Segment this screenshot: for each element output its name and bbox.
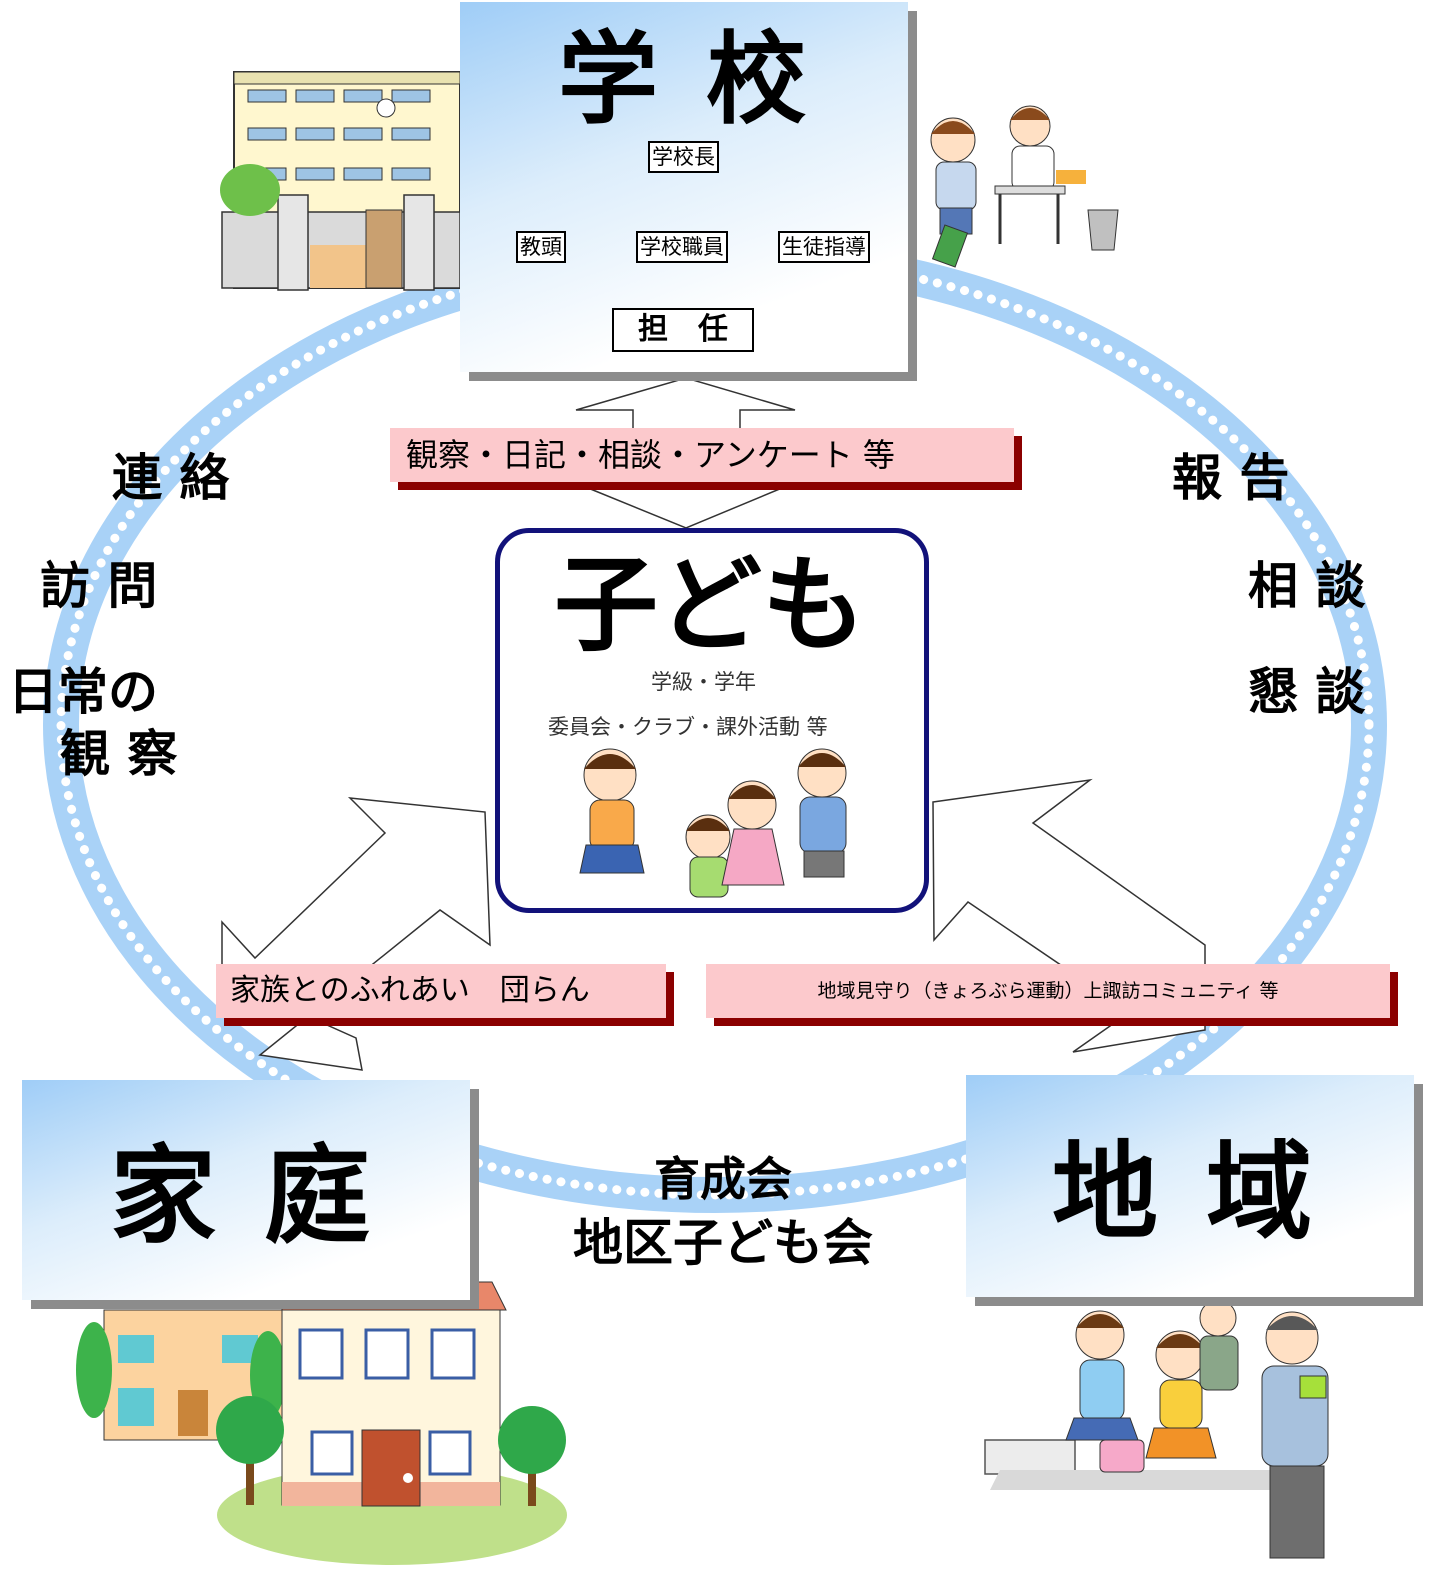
- label-daily-observation-line1: 日常の: [8, 663, 158, 721]
- houses-illustration: [76, 1281, 567, 1565]
- org-guidance: 生徒指導: [778, 231, 870, 263]
- children-cleaning-illustration: [930, 105, 1119, 268]
- org-staff: 学校職員: [636, 231, 728, 263]
- community-activity-label: 地域見守り（きょろぶら運動）上諏訪コミュニティ 等: [706, 964, 1390, 1018]
- school-child-arrow: [575, 377, 796, 529]
- community-title: 地域: [1052, 1131, 1360, 1254]
- child-title: 子ども: [554, 544, 867, 666]
- youth-association-label: 育成会: [654, 1152, 792, 1206]
- observation-label: 観察・日記・相談・アンケート 等: [390, 428, 1014, 482]
- community-watch-illustration: [984, 1299, 1329, 1559]
- district-children-association-label: 地区子ども会: [573, 1214, 873, 1272]
- family-child-arrow: [221, 797, 491, 1071]
- child-sub-class-grade: 学級・学年: [651, 670, 756, 694]
- school-building-illustration: [220, 71, 461, 291]
- label-contact: 連 絡: [112, 449, 230, 507]
- label-report: 報 告: [1172, 449, 1290, 507]
- org-homeroom: 担 任: [612, 308, 754, 352]
- label-talk: 懇 談: [1248, 663, 1366, 721]
- org-principal: 学校長: [648, 141, 719, 173]
- school-title: 学校: [558, 21, 854, 138]
- family-activity-label: 家族とのふれあい 団らん: [216, 964, 666, 1018]
- label-consult: 相 談: [1248, 557, 1366, 615]
- family-panel: [22, 1080, 470, 1300]
- label-visit: 訪 問: [40, 557, 158, 615]
- family-title: 家庭: [110, 1135, 418, 1258]
- label-daily-observation-line2: 観 察: [60, 725, 178, 783]
- org-vice-principal: 教頭: [516, 231, 566, 263]
- children-illustration: [579, 748, 847, 898]
- community-panel: [966, 1075, 1414, 1297]
- child-sub-activities: 委員会・クラブ・課外活動 等: [548, 715, 828, 739]
